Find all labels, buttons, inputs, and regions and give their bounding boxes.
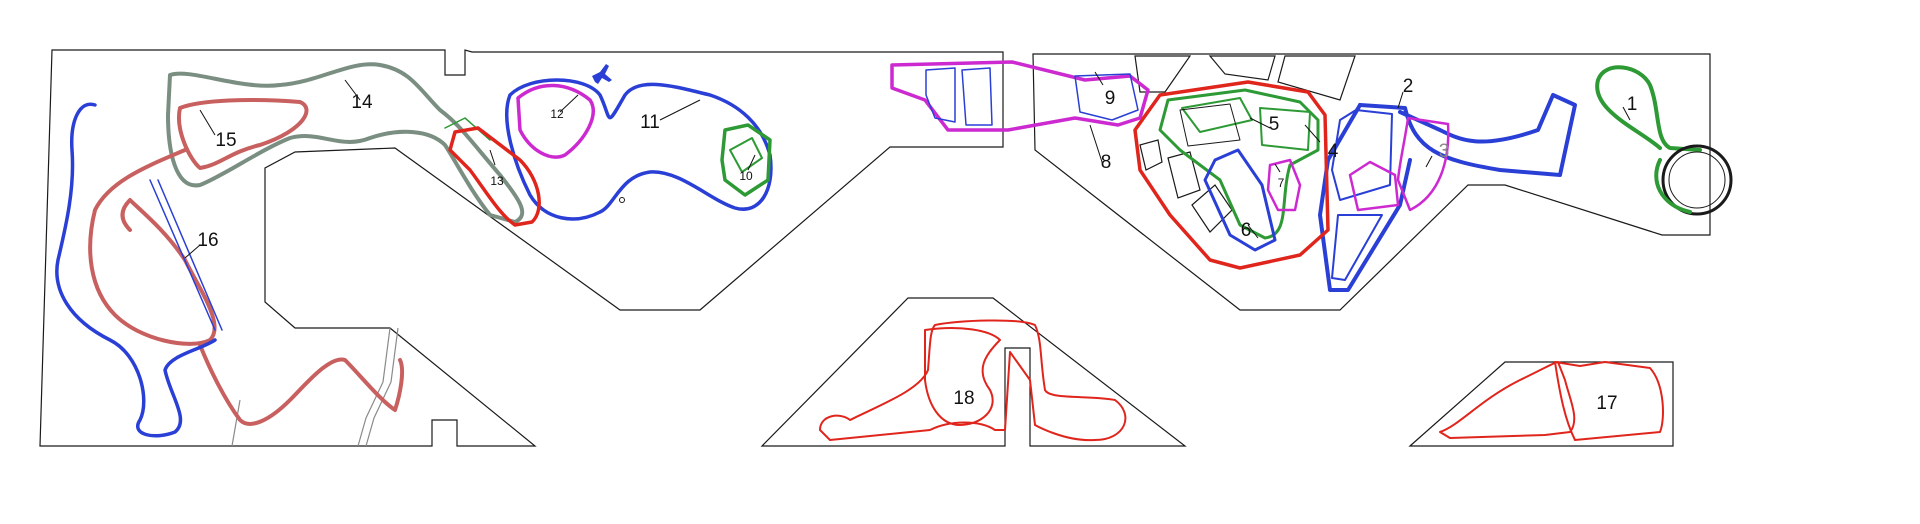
track-label-5: 5	[1269, 114, 1280, 135]
track-label-14: 14	[351, 92, 373, 113]
track-label-15: 15	[215, 130, 236, 151]
track-15	[88, 98, 405, 426]
track-labels: 1 2 3 4 5 6 7 8 9 10 11 12 13 14 15 16 1…	[197, 76, 1637, 414]
track-label-9: 9	[1105, 88, 1116, 109]
building-block	[1167, 151, 1201, 199]
track-label-13: 13	[490, 174, 504, 188]
track-5	[1158, 88, 1320, 240]
track-3	[1348, 116, 1450, 212]
marker-point	[619, 197, 625, 203]
building-block	[1134, 55, 1192, 93]
left-site-outline	[39, 49, 1004, 447]
access-road	[357, 327, 391, 447]
track-label-6: 6	[1241, 220, 1252, 241]
track-label-2: 2	[1403, 76, 1414, 97]
track-label-11: 11	[640, 112, 660, 133]
track-8	[890, 60, 1150, 132]
label-leader-lines	[184, 71, 1631, 259]
track-4	[1133, 80, 1330, 270]
track-label-16: 16	[197, 230, 218, 251]
track-18	[819, 319, 1127, 442]
building-block	[1208, 55, 1276, 81]
right-site-outline	[1032, 53, 1711, 311]
track-12	[516, 83, 595, 159]
track-label-18: 18	[953, 388, 974, 409]
track-label-4: 4	[1328, 141, 1339, 162]
track-17	[1439, 361, 1664, 441]
site-outlines	[39, 49, 1711, 447]
building-block	[1139, 139, 1163, 171]
track-11	[505, 78, 773, 221]
roundabout	[1661, 144, 1733, 216]
track-9	[1074, 73, 1139, 121]
track-16	[55, 102, 223, 438]
background-features	[231, 55, 1356, 447]
track-2	[1318, 93, 1577, 292]
track-label-17: 17	[1596, 393, 1617, 414]
track-13	[448, 126, 541, 227]
track-label-1: 1	[1627, 94, 1638, 115]
bottom-center-site-outline	[760, 297, 1187, 447]
bottom-right-site-outline	[1408, 361, 1674, 447]
track-10	[720, 123, 772, 197]
track-1	[1595, 65, 1733, 216]
track-label-12: 12	[550, 107, 564, 121]
building-block	[1277, 55, 1356, 101]
access-road	[231, 399, 241, 447]
track-label-7: 7	[1278, 176, 1285, 190]
track-label-3: 3	[1439, 141, 1450, 162]
track-7	[1266, 158, 1302, 212]
track-label-8: 8	[1101, 152, 1112, 173]
track-label-10: 10	[739, 169, 753, 183]
track-6	[1179, 103, 1277, 252]
airplane-icon	[592, 64, 612, 84]
